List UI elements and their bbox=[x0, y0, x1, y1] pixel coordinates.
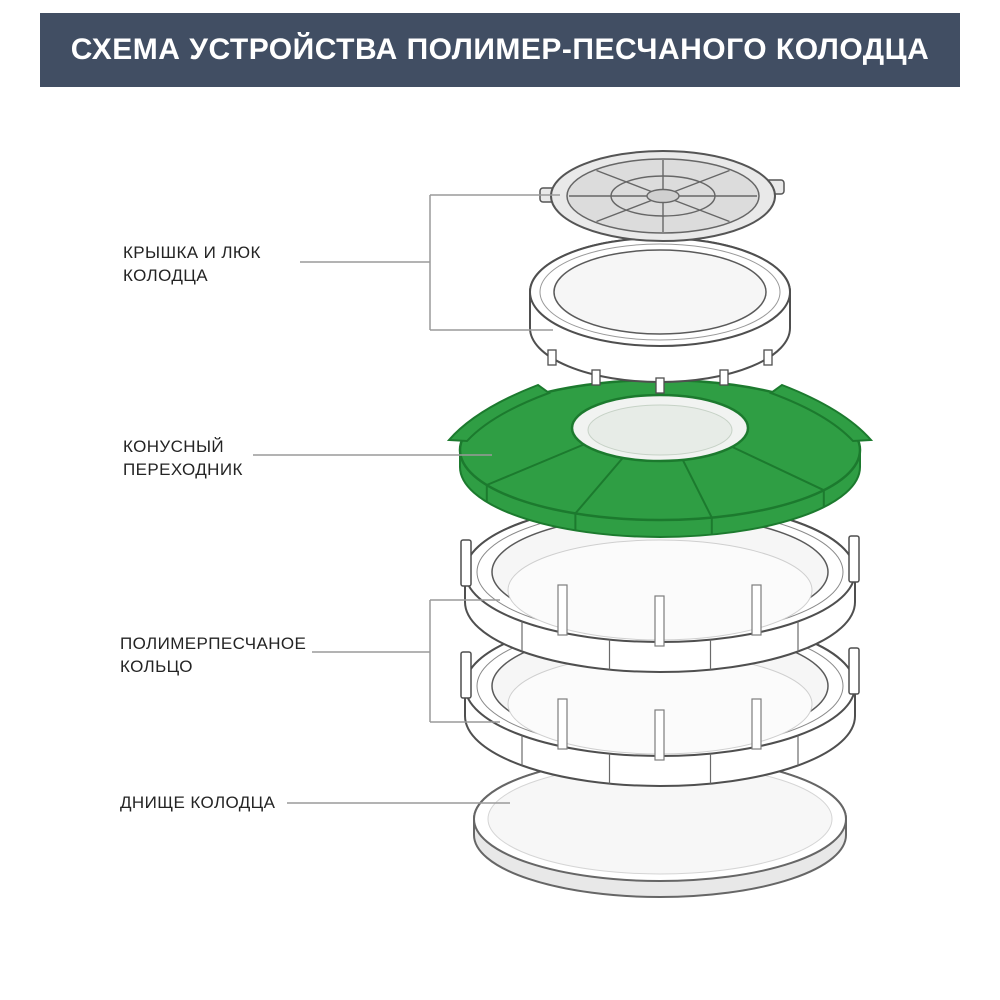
label-polymer-sand-ring: ПОЛИМЕРПЕСЧАНОЕ КОЛЬЦО bbox=[120, 634, 307, 676]
conical-adapter-illustration bbox=[446, 378, 874, 538]
label-well-bottom: ДНИЩЕ КОЛОДЦА bbox=[120, 793, 276, 812]
leader-line-cover bbox=[300, 194, 560, 331]
page-title: СХЕМА УСТРОЙСТВА ПОЛИМЕР-ПЕСЧАНОГО КОЛОД… bbox=[70, 33, 930, 66]
manhole-cover-illustration bbox=[539, 150, 785, 242]
hatch-ring-illustration bbox=[529, 237, 791, 394]
leader-line-ring bbox=[312, 599, 500, 723]
title-banner: СХЕМА УСТРОЙСТВА ПОЛИМЕР-ПЕСЧАНОГО КОЛОД… bbox=[40, 13, 960, 87]
polymer-sand-ring-1-illustration bbox=[460, 501, 860, 673]
leader-lines bbox=[253, 194, 560, 804]
label-conical-adapter: КОНУСНЫЙ ПЕРЕХОДНИК bbox=[123, 437, 243, 479]
label-cover-and-hatch: КРЫШКА И ЛЮК КОЛОДЦА bbox=[123, 243, 261, 285]
